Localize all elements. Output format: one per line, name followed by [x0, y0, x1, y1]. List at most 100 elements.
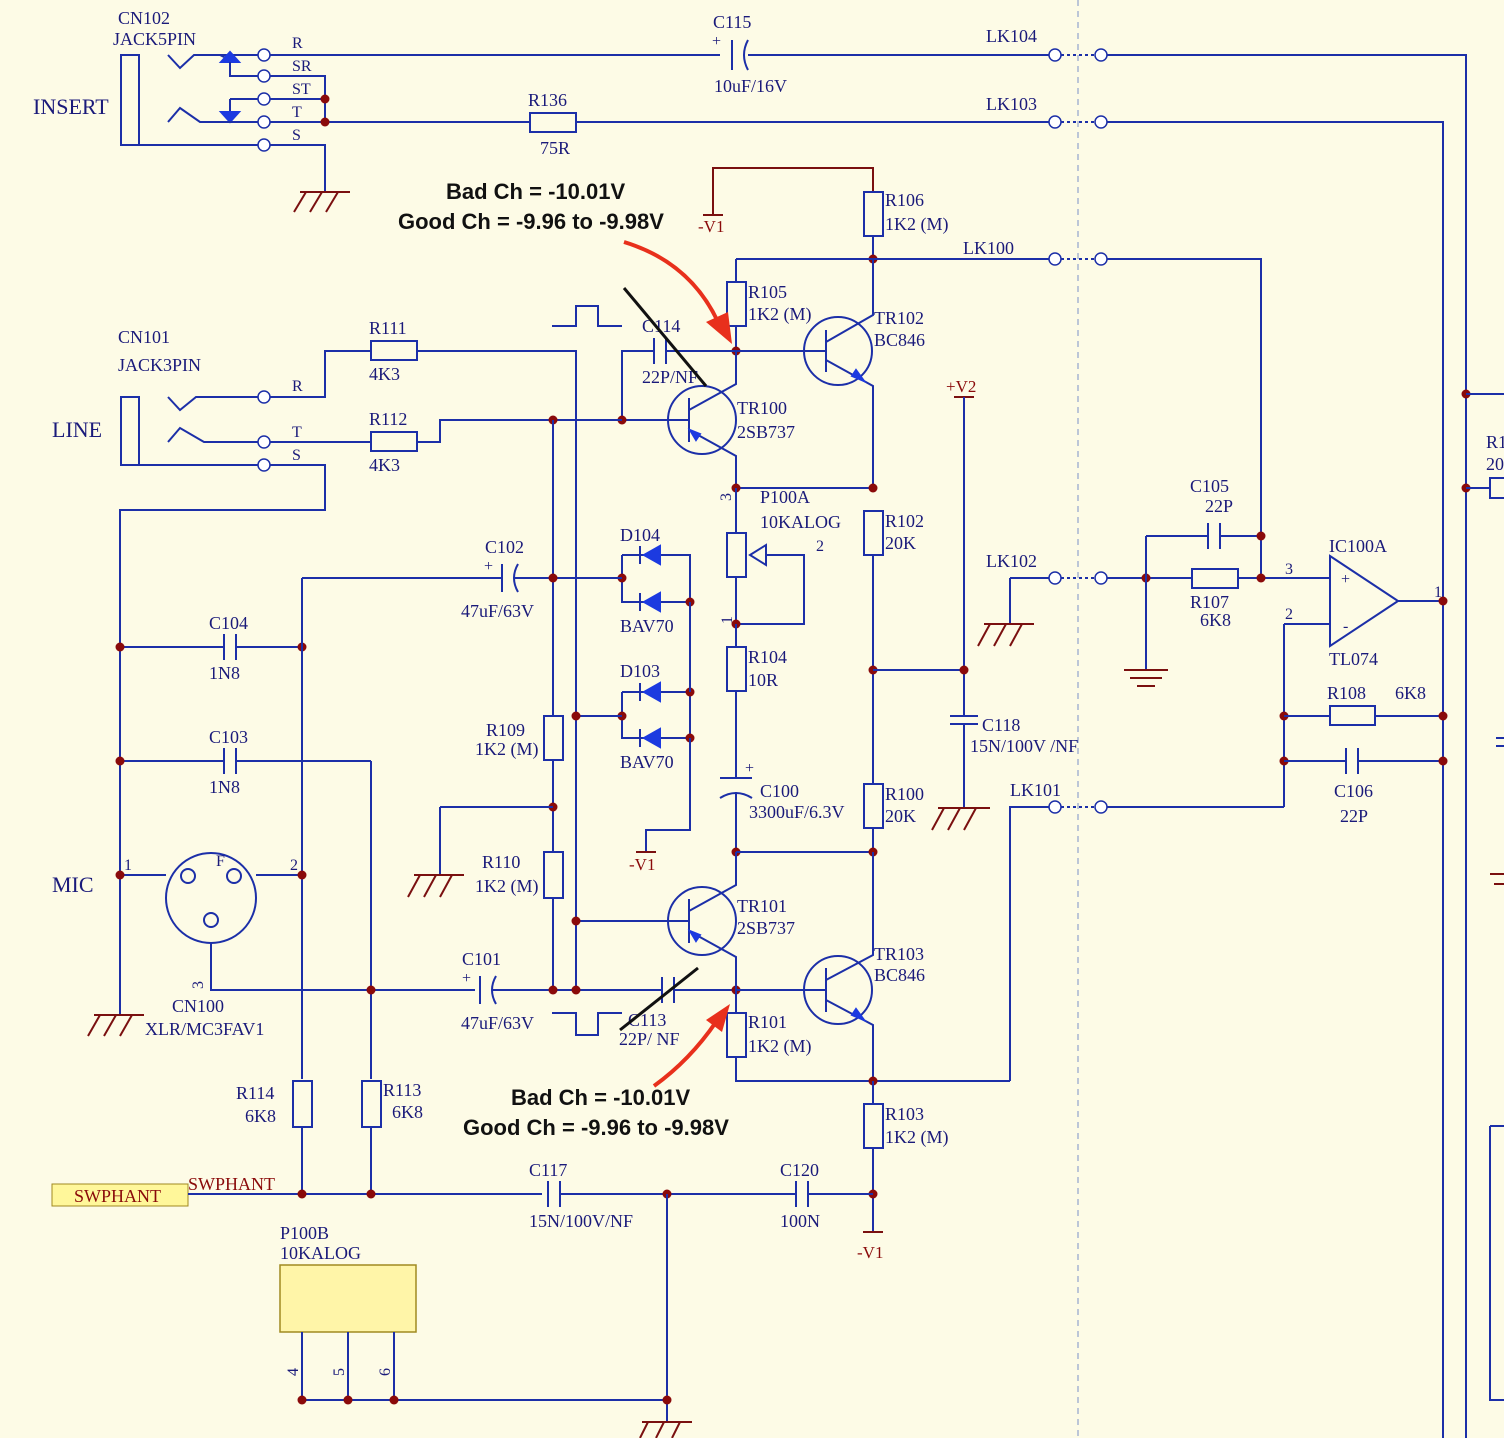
tr100-value: 2SB737 — [737, 422, 795, 442]
p100b-ref: P100B — [280, 1223, 329, 1243]
ground-cn102 — [293, 191, 350, 213]
c105-ref: C105 — [1190, 476, 1229, 496]
c115-capacitor: C115 + 10uF/16V — [712, 12, 1050, 96]
p100a-value: 10KALOG — [760, 512, 841, 532]
c102-ref: C102 — [485, 537, 524, 557]
cn100-pin2: 2 — [290, 857, 298, 874]
p100b-pin4: 4 — [285, 1368, 302, 1376]
r107-resistor: R107 6K8 — [1190, 568, 1330, 630]
c103-ref: C103 — [209, 727, 248, 747]
r101-ref: R101 — [748, 1012, 787, 1032]
tr102-value: BC846 — [874, 330, 925, 350]
r1-value: 20 — [1486, 454, 1504, 474]
tr100-ref: TR100 — [737, 398, 787, 418]
r106-resistor: R106 1K2 (M) — [863, 190, 949, 237]
r100-resistor: R100 20K — [736, 783, 924, 853]
ic100a-minus: - — [1343, 618, 1348, 635]
swphant-wire-label: SWPHANT — [188, 1174, 275, 1194]
r111-ref: R111 — [369, 318, 407, 338]
r111-resistor: R111 4K3 — [369, 318, 577, 990]
cn102-label: INSERT — [33, 94, 109, 119]
ic100a-plus: + — [1341, 571, 1350, 588]
cn100-label: MIC — [52, 872, 94, 897]
annotation-bottom: Bad Ch = -10.01V Good Ch = -9.96 to -9.9… — [463, 1004, 730, 1140]
c114-capacitor: C114 22P/NF — [552, 287, 736, 425]
c103-capacitor: C103 1N8 — [120, 727, 371, 797]
cn100-xlr-mic: MIC 1 2 F 3 CN100 XLR/MC3FAV1 — [52, 852, 475, 1039]
c120-value: 100N — [780, 1211, 820, 1231]
c105-value: 22P — [1205, 496, 1233, 516]
r109-value: 1K2 (M) — [475, 739, 539, 760]
tr102-ref: TR102 — [874, 308, 924, 328]
ic100a-pin3: 3 — [1285, 561, 1293, 578]
r114-ref: R114 — [236, 1083, 274, 1103]
c102-value: 47uF/63V — [461, 601, 534, 621]
tr103-value: BC846 — [874, 965, 925, 985]
ic100a-value: TL074 — [1329, 649, 1378, 669]
c117-capacitor: C117 15N/100V/NF — [529, 1160, 796, 1231]
lk100-label: LK100 — [963, 238, 1014, 258]
r1-ref: R1 — [1486, 432, 1504, 452]
d104-ref: D104 — [620, 525, 660, 545]
c101-capacitor: C101 + 47uF/63V — [461, 949, 662, 1033]
ic100a-pin1: 1 — [1434, 584, 1442, 601]
d104-diode: D104 BAV70 — [620, 525, 691, 636]
c100-value: 3300uF/6.3V — [749, 802, 845, 822]
c117-ref: C117 — [529, 1160, 567, 1180]
annotation-top-good: Good Ch = -9.96 to -9.98V — [398, 209, 664, 234]
top-v1-label: -V1 — [698, 217, 724, 236]
d103-ref: D103 — [620, 661, 660, 681]
tr101-value: 2SB737 — [737, 918, 795, 938]
c120-capacitor: C120 100N — [780, 1160, 873, 1231]
d103-diode: D103 BAV70 — [620, 661, 691, 772]
r114-value: 6K8 — [245, 1106, 276, 1126]
p100b-pot: P100B 10KALOG 4 5 6 — [279, 1223, 667, 1401]
r136-resistor: R136 75R — [528, 90, 1050, 158]
r106-ref: R106 — [885, 190, 924, 210]
cn101-value: JACK3PIN — [118, 355, 201, 375]
r101-resistor: R101 1K2 (M) — [726, 990, 1010, 1082]
r104-resistor: R104 10R — [726, 624, 787, 778]
c118-ref: C118 — [982, 715, 1020, 735]
c118-capacitor: +V2 C118 15N/100V /NF — [873, 377, 1078, 808]
cn101-pin-t: T — [292, 424, 302, 441]
r102-resistor: R102 20K — [863, 510, 924, 784]
p100a-ref: P100A — [760, 487, 810, 507]
cn100-ref: CN100 — [172, 996, 224, 1016]
c115-value: 10uF/16V — [714, 76, 787, 96]
d103-value: BAV70 — [620, 752, 674, 772]
r110-value: 1K2 (M) — [475, 876, 539, 897]
p100b-value: 10KALOG — [280, 1243, 361, 1263]
c120-ref: C120 — [780, 1160, 819, 1180]
mid-v1-label: -V1 — [629, 855, 655, 874]
r109-resistor: R109 1K2 (M) — [475, 715, 564, 852]
bottom-v1-label: -V1 — [857, 1243, 883, 1262]
cn101-ref: CN101 — [118, 327, 170, 347]
r106-value: 1K2 (M) — [885, 214, 949, 235]
r108-value: 6K8 — [1395, 683, 1426, 703]
r136-ref: R136 — [528, 90, 567, 110]
r105-value: 1K2 (M) — [748, 304, 812, 325]
annotation-bottom-bad: Bad Ch = -10.01V — [511, 1085, 690, 1110]
c106-ref: C106 — [1334, 781, 1373, 801]
c101-value: 47uF/63V — [461, 1013, 534, 1033]
c102-plus: + — [484, 558, 493, 575]
r113-ref: R113 — [383, 1080, 421, 1100]
r102-ref: R102 — [885, 511, 924, 531]
c113-value: 22P/ NF — [619, 1029, 680, 1049]
tr103-ref: TR103 — [874, 944, 924, 964]
c104-value: 1N8 — [209, 663, 240, 683]
r107-ref: R107 — [1190, 592, 1229, 612]
cn102-pin-sr: SR — [292, 58, 312, 75]
c117-value: 15N/100V/NF — [529, 1211, 633, 1231]
c100-ref: C100 — [760, 781, 799, 801]
cn100-gender: F — [216, 853, 225, 870]
r114-resistor: R114 6K8 — [236, 1080, 313, 1194]
r100-ref: R100 — [885, 784, 924, 804]
c104-ref: C104 — [209, 613, 248, 633]
tr101-ref: TR101 — [737, 896, 787, 916]
c114-strikeout — [622, 287, 708, 387]
r1-partial-resistor: R1 20 — [1486, 432, 1504, 499]
r110-ref: R110 — [482, 852, 520, 872]
